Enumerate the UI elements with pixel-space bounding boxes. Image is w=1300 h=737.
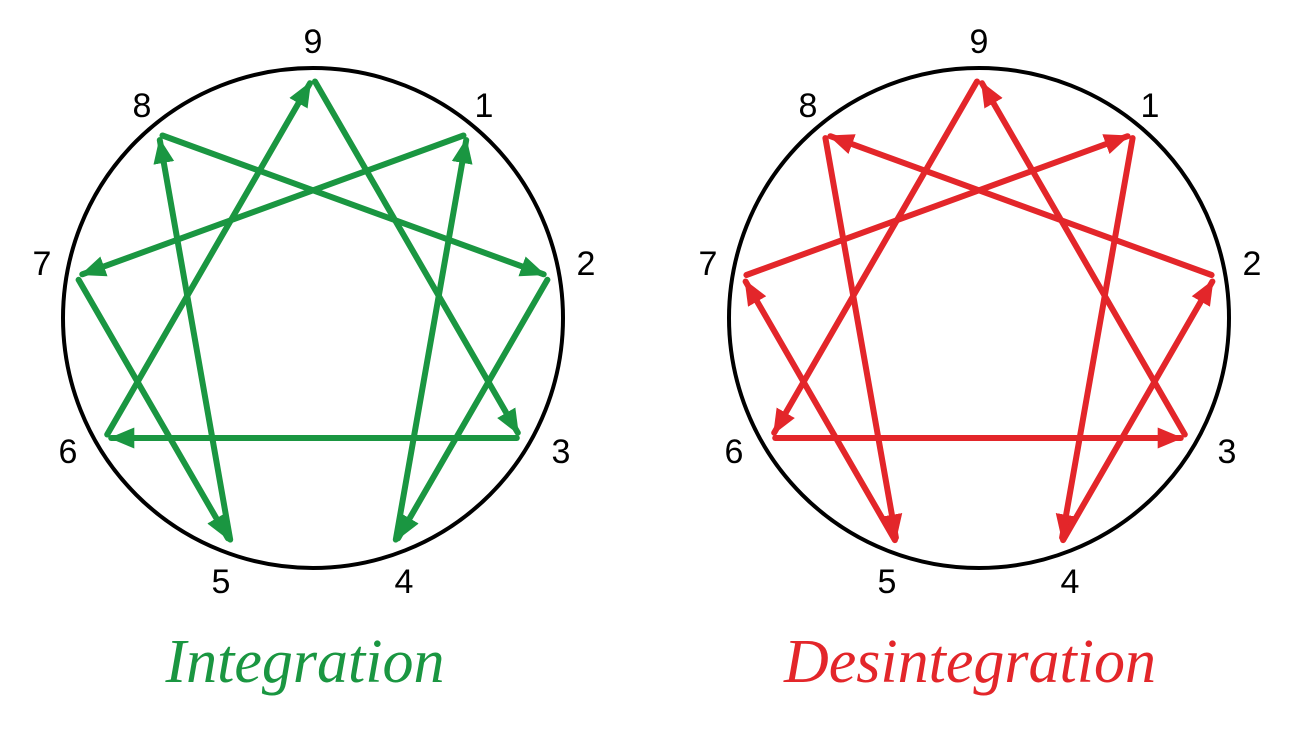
point-label-2: 2: [577, 245, 596, 283]
arrow-2-to-8: [827, 133, 1215, 278]
point-label-7: 7: [699, 245, 718, 283]
arrow-7-to-1: [743, 133, 1131, 278]
point-label-5: 5: [212, 563, 231, 601]
integration-point-labels: 1 2 3 4 5 6 7 8 9: [33, 23, 596, 601]
integration-circle: [61, 66, 565, 570]
desintegration-point-labels: 1 2 3 4 5 6 7 8 9: [699, 23, 1262, 601]
arrow-9-to-3: [312, 78, 521, 436]
point-label-9: 9: [304, 23, 323, 61]
arrow-5-to-8: [153, 137, 234, 543]
desintegration-diagram: 1 2 3 4 5 6 7 8 9 Desintegration: [699, 23, 1262, 696]
arrow-9-to-6: [771, 78, 980, 436]
arrow-8-to-2: [159, 132, 547, 278]
arrow-3-to-9: [979, 80, 1188, 438]
integration-caption: Integration: [165, 628, 445, 696]
arrow-4-to-1: [392, 137, 473, 543]
point-label-6: 6: [725, 433, 744, 471]
arrow-2-to-4: [395, 276, 551, 542]
point-label-2: 2: [1243, 245, 1262, 283]
point-label-8: 8: [799, 87, 818, 125]
arrow-4-to-2: [1060, 278, 1216, 544]
point-label-1: 1: [1141, 87, 1160, 125]
arrow-1-to-7: [79, 132, 467, 278]
point-label-5: 5: [878, 563, 897, 601]
point-label-3: 3: [552, 433, 571, 471]
arrow-6-to-9: [104, 80, 313, 438]
point-label-3: 3: [1218, 433, 1237, 471]
desintegration-caption: Desintegration: [783, 628, 1156, 696]
arrow-7-to-5: [75, 276, 231, 542]
integration-diagram: 1 2 3 4 5 6 7 8 9 Integration: [33, 23, 596, 696]
arrow-5-to-7: [742, 278, 898, 544]
point-label-8: 8: [133, 87, 152, 125]
integration-arrows: [75, 78, 551, 543]
desintegration-arrows: [742, 78, 1216, 544]
desintegration-circle: [727, 66, 1231, 570]
arrow-8-to-5: [822, 135, 903, 541]
point-label-4: 4: [1061, 563, 1080, 601]
point-label-7: 7: [33, 245, 52, 283]
point-label-6: 6: [59, 433, 78, 471]
point-label-9: 9: [970, 23, 989, 61]
point-label-1: 1: [475, 87, 494, 125]
arrow-1-to-4: [1055, 135, 1136, 541]
point-label-4: 4: [395, 563, 414, 601]
